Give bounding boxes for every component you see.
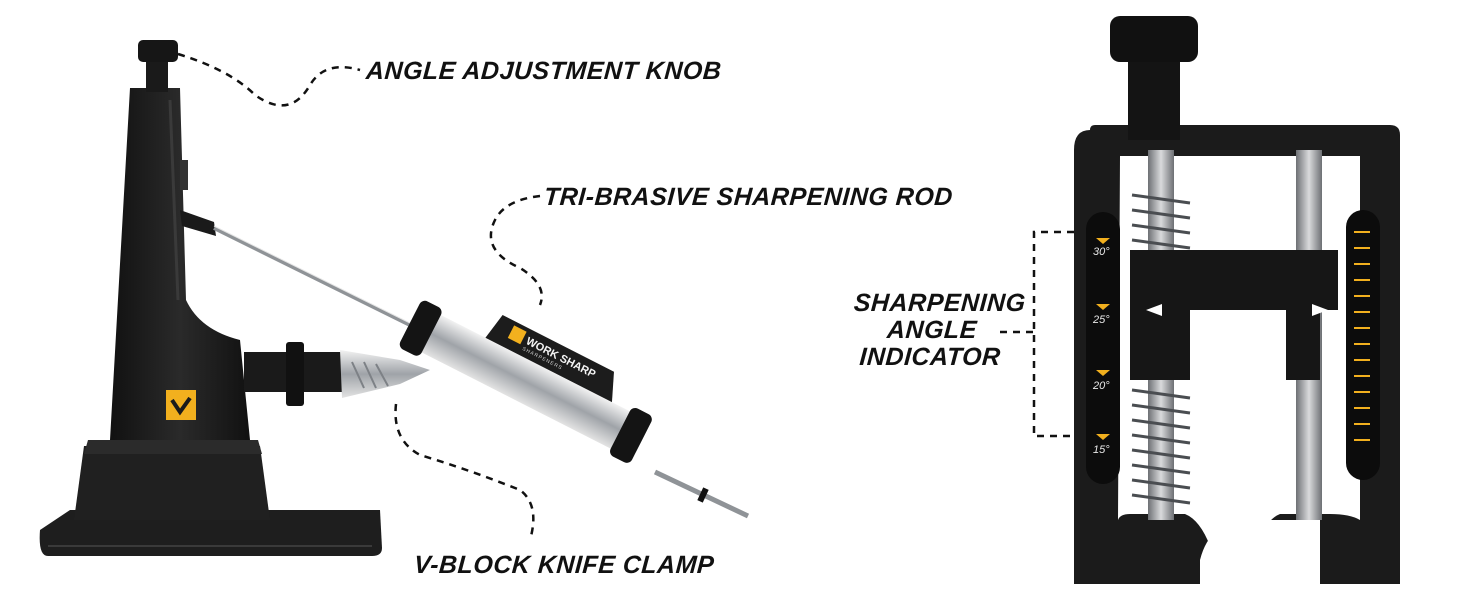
callout-angle-line2: ANGLE [886, 316, 979, 344]
callout-knife-clamp: V-BLOCK KNIFE CLAMP [413, 551, 716, 579]
callout-sharpening-rod: TRI-BRASIVE SHARPENING ROD [543, 183, 954, 211]
sharpener-side-view: WORK SHARP SHARPENERS [39, 40, 750, 556]
knob-leader-line [177, 52, 361, 107]
lower-housing [74, 446, 270, 520]
callout-angle-line3: INDICATOR [858, 343, 1002, 371]
rod-handle [403, 307, 648, 457]
scale-mark-20: 20° [1092, 380, 1110, 392]
callout-angle-knob: ANGLE ADJUSTMENT KNOB [365, 57, 723, 85]
scale-mark-15: 15° [1093, 444, 1110, 456]
carriage [1130, 250, 1338, 380]
angle-indicator-closeup: 30° 25° 20° 15° [1074, 16, 1400, 584]
indicator-bracket-line [1032, 230, 1074, 438]
top-knob-shaft [1128, 60, 1180, 140]
left-angle-scale [1086, 212, 1120, 484]
tower [110, 88, 250, 440]
top-knob [1110, 16, 1198, 62]
v-block-clamp [340, 350, 430, 398]
scale-mark-25: 25° [1092, 314, 1110, 326]
left-pointer-icon [1146, 304, 1162, 316]
base-plate [39, 510, 383, 556]
knob-shaft [146, 60, 168, 92]
clamp-leader-line [394, 403, 535, 541]
logo-badge [166, 390, 196, 420]
angle-knob [138, 40, 178, 62]
right-pointer-icon [1312, 304, 1328, 316]
guide-rod [213, 226, 421, 332]
callout-angle-line1: SHARPENING [852, 289, 1027, 317]
scale-mark-30: 30° [1093, 246, 1110, 258]
callout-angle-indicator: SHARPENING ANGLE INDICATOR [849, 289, 1027, 371]
rod-leader-line [489, 194, 543, 306]
